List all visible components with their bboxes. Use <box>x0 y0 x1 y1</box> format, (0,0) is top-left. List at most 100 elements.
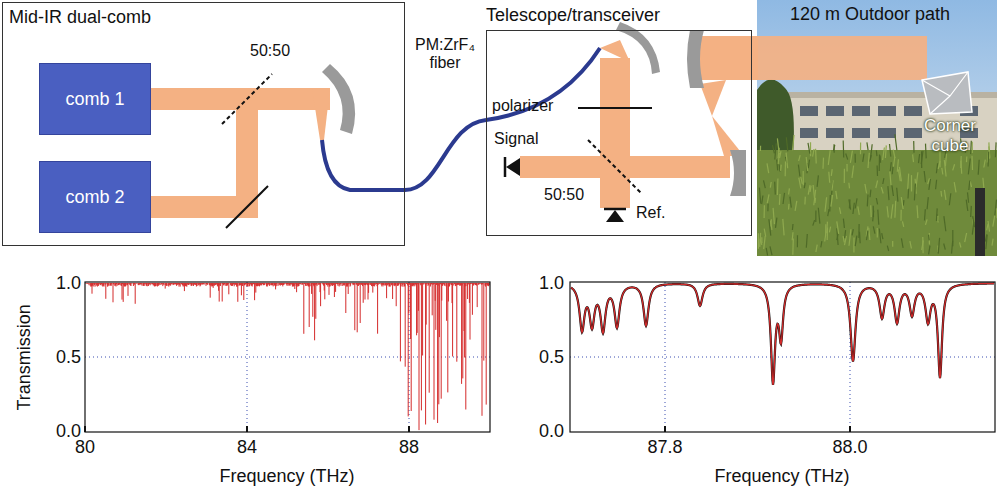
art-line <box>910 241 912 248</box>
art-path <box>86 283 489 430</box>
art-line <box>767 163 769 173</box>
art-rect <box>904 128 922 138</box>
art-line <box>995 142 997 157</box>
art-line <box>890 162 891 171</box>
art-line <box>890 144 891 157</box>
art-line <box>913 141 914 153</box>
art-rect <box>520 156 730 178</box>
art-line <box>873 211 874 222</box>
free-space-beam <box>757 36 927 80</box>
art-line <box>760 146 761 151</box>
art-line <box>938 238 939 254</box>
art-line <box>810 186 811 192</box>
art-line <box>665 282 666 432</box>
art-line <box>894 201 896 218</box>
art-line <box>900 210 901 221</box>
art-line <box>844 169 845 183</box>
art-line <box>759 233 761 247</box>
art-line <box>804 183 806 189</box>
art-line <box>954 182 956 192</box>
art-line <box>863 154 864 162</box>
tick-label: 0.5 <box>539 347 564 368</box>
art-g <box>571 283 994 384</box>
art-polygon <box>700 80 726 116</box>
art-line <box>972 222 974 235</box>
photo-panel: 120 m Outdoor pathCorner cube <box>757 0 997 256</box>
art-line <box>226 186 268 228</box>
optic-label: 50:50 <box>544 186 584 204</box>
axis-label: Frequency (THz) <box>220 466 355 487</box>
art-line <box>887 206 888 217</box>
tick-label: 1.0 <box>56 273 81 294</box>
art-line <box>912 154 914 162</box>
art-line <box>792 232 794 240</box>
art-path <box>322 64 355 134</box>
art-rect <box>700 36 752 80</box>
art-line <box>786 137 788 151</box>
axis-label: Frequency (THz) <box>715 466 850 487</box>
art-line <box>921 151 922 168</box>
art-rect <box>904 106 922 116</box>
art-line <box>804 197 806 205</box>
art-polygon <box>312 88 330 140</box>
art-line <box>828 172 830 183</box>
art-line <box>883 178 884 184</box>
art-line <box>926 219 928 224</box>
art-line <box>813 149 814 157</box>
art-line <box>992 239 993 246</box>
art-rect <box>757 150 997 256</box>
art-line <box>870 205 872 217</box>
art-line <box>829 195 831 212</box>
art-line <box>825 197 827 212</box>
tick-label: 0.5 <box>56 347 81 368</box>
art-line <box>885 145 887 158</box>
art-line <box>928 178 930 184</box>
art-line <box>966 157 967 163</box>
art-line <box>892 167 894 175</box>
art-line <box>850 282 851 432</box>
art-line <box>604 208 626 211</box>
art-line <box>944 160 946 177</box>
art-line <box>903 221 904 227</box>
art-line <box>759 188 760 204</box>
art-line <box>888 186 889 200</box>
art-rect <box>852 128 870 138</box>
tick-label: 88 <box>399 437 419 458</box>
art-path <box>730 150 746 196</box>
tick-label: 80 <box>75 437 95 458</box>
art-line <box>780 151 781 158</box>
node-title: comb 1 <box>65 89 124 110</box>
art-rect <box>826 128 844 138</box>
art-line <box>865 184 867 193</box>
art-line <box>924 209 926 220</box>
art-line <box>984 160 986 168</box>
art-line <box>777 178 779 195</box>
art-line <box>987 151 989 166</box>
art-line <box>868 153 869 168</box>
laser-box: comb 2 <box>39 161 151 233</box>
art-line <box>246 426 248 432</box>
art-line <box>858 206 860 214</box>
art-line <box>879 229 881 244</box>
art-line <box>769 219 771 235</box>
art-line <box>855 236 857 247</box>
art-line <box>953 164 955 170</box>
art-line <box>786 153 788 169</box>
art-line <box>938 161 940 169</box>
art-line <box>881 187 883 193</box>
art-path <box>322 140 405 190</box>
art-line <box>936 163 937 173</box>
art-rect <box>600 58 630 208</box>
art-g <box>85 282 490 432</box>
art-line <box>978 160 979 175</box>
art-line <box>945 154 946 167</box>
tick-label: 0.0 <box>539 421 564 442</box>
art-g <box>665 426 850 432</box>
art-g <box>570 282 995 432</box>
art-line <box>859 232 861 244</box>
art-line <box>843 236 844 242</box>
art-line <box>852 229 853 235</box>
art-line <box>914 184 915 201</box>
art-line <box>777 160 778 171</box>
art-line <box>766 248 767 256</box>
